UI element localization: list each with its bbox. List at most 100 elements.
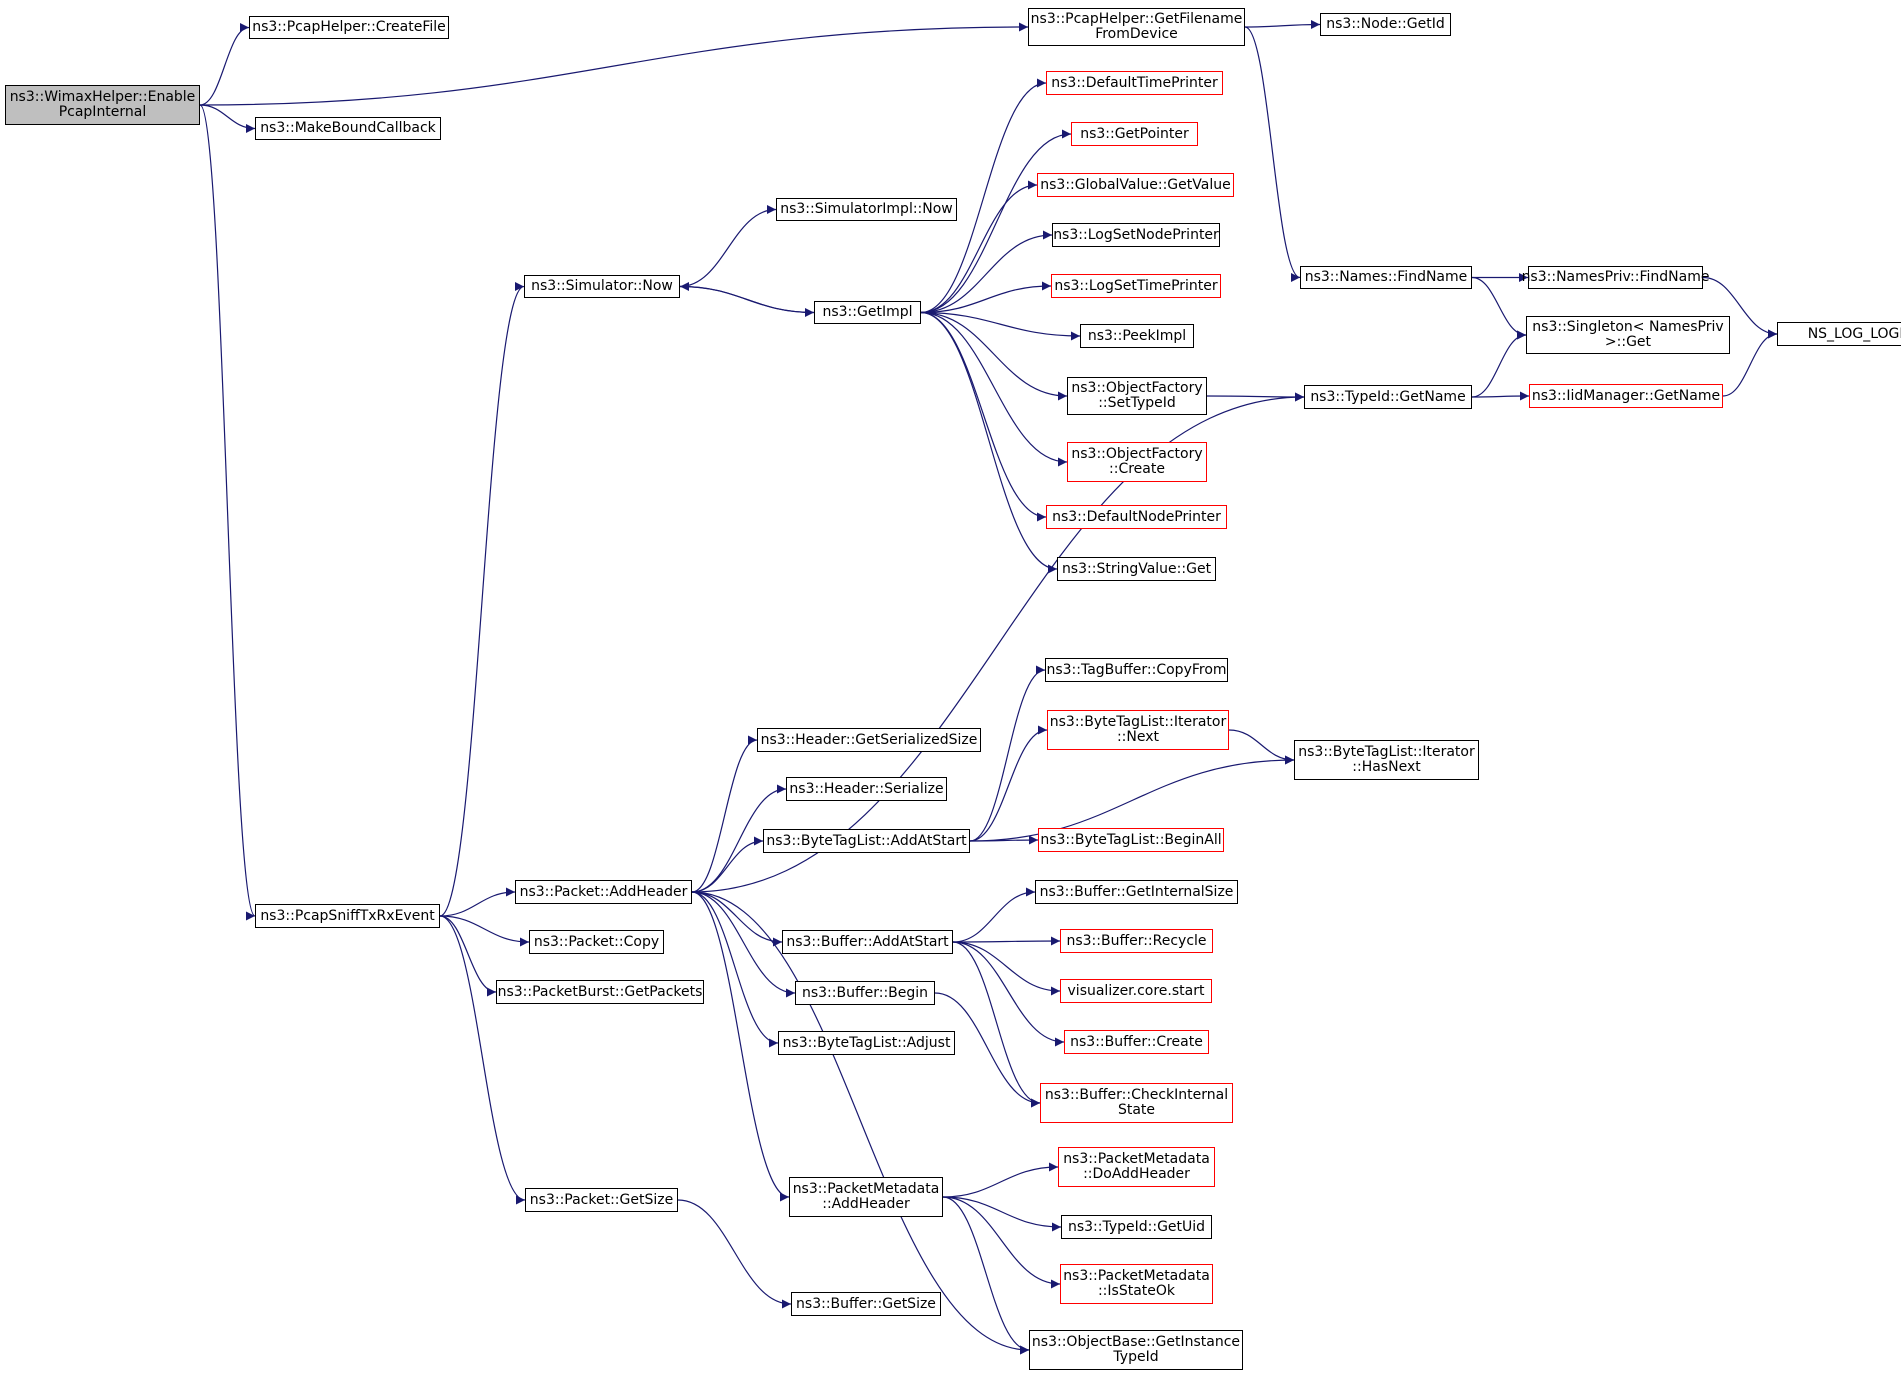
node-bufgetsize[interactable]: ns3::Buffer::GetSize	[791, 1292, 941, 1316]
node-bufcreate[interactable]: ns3::Buffer::Create	[1064, 1030, 1209, 1054]
edge-ofsettypeid-to-typeidgetname	[1206, 392, 1305, 402]
edge-getimpl-to-gvgetvalue	[920, 180, 1038, 314]
node-createfile[interactable]: ns3::PcapHelper::CreateFile	[249, 16, 449, 39]
edge-getimpl-to-stringvalueget	[920, 311, 1058, 574]
edge-typeidgetname-to-iidgetname	[1471, 391, 1530, 401]
node-btladjust[interactable]: ns3::ByteTagList::Adjust	[778, 1031, 955, 1055]
node-btlbeginall[interactable]: ns3::ByteTagList::BeginAll	[1038, 828, 1224, 852]
edge-iidgetname-to-nslog	[1722, 329, 1778, 397]
edge-getfilename-to-namesfind	[1244, 26, 1301, 282]
edge-pktaddheader-to-hdrgetsersize	[691, 735, 758, 893]
node-simnow[interactable]: ns3::Simulator::Now	[524, 275, 680, 298]
node-bufcheck[interactable]: ns3::Buffer::CheckInternal State	[1040, 1083, 1233, 1123]
edge-btliternext-to-btlhasnext	[1228, 729, 1295, 765]
node-pktaddheader[interactable]: ns3::Packet::AddHeader	[515, 880, 692, 904]
edge-pmaddheader-to-objgetinstance	[942, 1196, 1030, 1355]
node-typeidgetuid[interactable]: ns3::TypeId::GetUid	[1061, 1215, 1212, 1239]
node-hdrgetsersize[interactable]: ns3::Header::GetSerializedSize	[757, 728, 981, 752]
node-getpointer[interactable]: ns3::GetPointer	[1071, 122, 1198, 146]
edge-getimpl-to-peekimpl	[920, 311, 1081, 341]
node-objgetinstance[interactable]: ns3::ObjectBase::GetInstance TypeId	[1029, 1330, 1243, 1370]
edge-btladdatstart-to-tagcopyfrom	[969, 665, 1046, 842]
edge-getimpl-to-ofcreate	[920, 311, 1068, 467]
node-pktcopy[interactable]: ns3::Packet::Copy	[529, 930, 664, 954]
node-lognodeprinter[interactable]: ns3::LogSetNodePrinter	[1052, 223, 1220, 247]
edge-getimpl-to-deftimeprinter	[920, 78, 1047, 314]
edge-pktaddheader-to-pmaddheader	[691, 891, 790, 1202]
edge-pktaddheader-to-btladjust	[691, 891, 779, 1048]
edge-bufaddatstart-to-bufcheck	[952, 941, 1041, 1108]
edge-root-to-createfile	[199, 23, 250, 106]
edge-pcapsniff-to-pktaddheader	[439, 887, 516, 917]
edge-pktaddheader-to-bufbegin	[691, 891, 796, 998]
node-makebound[interactable]: ns3::MakeBoundCallback	[255, 117, 441, 140]
node-btlhasnext[interactable]: ns3::ByteTagList::Iterator ::HasNext	[1294, 740, 1479, 780]
node-pmaddheader[interactable]: ns3::PacketMetadata ::AddHeader	[789, 1177, 943, 1217]
node-gvgetvalue[interactable]: ns3::GlobalValue::GetValue	[1037, 173, 1234, 197]
node-pmdoaddheader[interactable]: ns3::PacketMetadata ::DoAddHeader	[1058, 1147, 1215, 1187]
node-pmisstateok[interactable]: ns3::PacketMetadata ::IsStateOk	[1060, 1264, 1213, 1304]
node-ofcreate[interactable]: ns3::ObjectFactory ::Create	[1067, 442, 1207, 482]
node-btladdatstart[interactable]: ns3::ByteTagList::AddAtStart	[763, 829, 970, 853]
node-hdrserialize[interactable]: ns3::Header::Serialize	[786, 777, 947, 801]
edge-bufaddatstart-to-vizstart	[952, 941, 1061, 996]
edge-pmaddheader-to-pmisstateok	[942, 1196, 1061, 1289]
node-deftimeprinter[interactable]: ns3::DefaultTimePrinter	[1046, 71, 1223, 95]
edge-getimpl-to-simnow	[679, 282, 815, 314]
edge-pmaddheader-to-pmdoaddheader	[942, 1162, 1059, 1198]
node-bufgetinternalsize[interactable]: ns3::Buffer::GetInternalSize	[1035, 880, 1238, 904]
edge-root-to-makebound	[199, 104, 256, 133]
node-nslog[interactable]: NS_LOG_LOGIC	[1777, 322, 1901, 346]
edge-pcapsniff-to-pktcopy	[439, 915, 530, 947]
edge-pktaddheader-to-hdrserialize	[691, 784, 787, 893]
node-stringvalueget[interactable]: ns3::StringValue::Get	[1057, 557, 1216, 581]
node-root: ns3::WimaxHelper::Enable PcapInternal	[5, 85, 200, 125]
node-getimpl[interactable]: ns3::GetImpl	[814, 301, 921, 324]
node-btliternext[interactable]: ns3::ByteTagList::Iterator ::Next	[1047, 710, 1229, 750]
edge-pcapsniff-to-pbgetpackets	[439, 915, 497, 997]
node-singleton[interactable]: ns3::Singleton< NamesPriv >::Get	[1526, 316, 1730, 354]
node-logtimeprinter[interactable]: ns3::LogSetTimePrinter	[1051, 274, 1221, 298]
node-defnodeprinter[interactable]: ns3::DefaultNodePrinter	[1046, 505, 1227, 529]
edge-namesfind-to-singleton	[1471, 276, 1527, 340]
edge-pktgetsize-to-bufgetsize	[677, 1199, 792, 1309]
node-tagcopyfrom[interactable]: ns3::TagBuffer::CopyFrom	[1045, 658, 1228, 682]
node-peekimpl[interactable]: ns3::PeekImpl	[1080, 324, 1194, 348]
node-simimplnow[interactable]: ns3::SimulatorImpl::Now	[776, 198, 957, 221]
node-nodegetid[interactable]: ns3::Node::GetId	[1320, 13, 1451, 36]
node-pcapsniff[interactable]: ns3::PcapSniffTxRxEvent	[255, 904, 440, 928]
node-pbgetpackets[interactable]: ns3::PacketBurst::GetPackets	[496, 980, 704, 1004]
node-nameprivfind[interactable]: ns3::NamesPriv::FindName	[1522, 266, 1709, 289]
edge-getimpl-to-ofsettypeid	[920, 311, 1068, 401]
node-ofsettypeid[interactable]: ns3::ObjectFactory ::SetTypeId	[1067, 377, 1207, 415]
edge-pktaddheader-to-btladdatstart	[691, 836, 764, 893]
edge-root-to-getfilename	[199, 22, 1029, 106]
node-bufbegin[interactable]: ns3::Buffer::Begin	[795, 981, 935, 1005]
node-vizstart[interactable]: visualizer.core.start	[1060, 979, 1212, 1003]
edge-pcapsniff-to-pktgetsize	[439, 915, 526, 1205]
edge-btladdatstart-to-btlbeginall	[969, 835, 1039, 845]
edge-getimpl-to-getpointer	[920, 129, 1072, 314]
edge-bufbegin-to-bufcheck	[934, 992, 1041, 1108]
edge-getimpl-to-lognodeprinter	[920, 230, 1053, 314]
edge-pktaddheader-to-objgetinstance	[691, 891, 1030, 1355]
node-pktgetsize[interactable]: ns3::Packet::GetSize	[525, 1188, 678, 1212]
edge-btladdatstart-to-btlhasnext	[969, 755, 1295, 842]
edge-pktaddheader-to-typeidgetname	[691, 392, 1305, 893]
edge-root-to-pcapsniff	[199, 104, 256, 921]
edge-nameprivfind-to-nslog	[1702, 276, 1778, 339]
edge-pktaddheader-to-bufaddatstart	[691, 891, 783, 947]
edge-bufaddatstart-to-bufrecycle	[952, 936, 1061, 946]
edge-btladdatstart-to-btliternext	[969, 725, 1048, 842]
edge-getfilename-to-nodegetid	[1244, 20, 1321, 30]
node-namesfind[interactable]: ns3::Names::FindName	[1300, 266, 1472, 289]
edge-pcapsniff-to-simnow	[439, 282, 525, 917]
node-typeidgetname[interactable]: ns3::TypeId::GetName	[1304, 385, 1472, 409]
edge-typeidgetname-to-singleton	[1471, 330, 1527, 398]
edge-bufaddatstart-to-bufgetinternalsize	[952, 887, 1036, 943]
node-getfilename[interactable]: ns3::PcapHelper::GetFilename FromDevice	[1028, 8, 1245, 46]
node-bufaddatstart[interactable]: ns3::Buffer::AddAtStart	[782, 930, 953, 954]
node-bufrecycle[interactable]: ns3::Buffer::Recycle	[1060, 929, 1213, 953]
node-iidgetname[interactable]: ns3::IidManager::GetName	[1529, 384, 1723, 408]
